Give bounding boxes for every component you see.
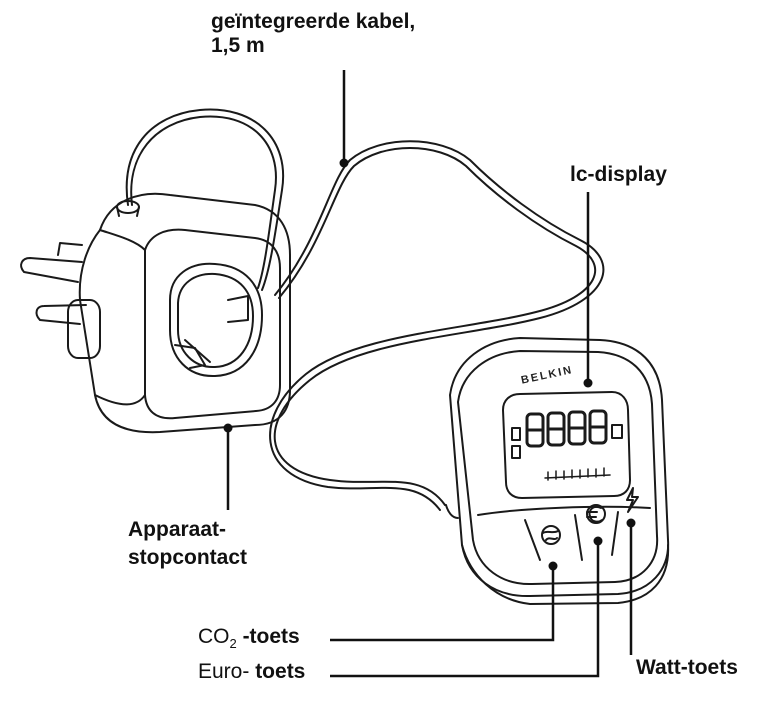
socket-label: Apparaat- stopcontact — [128, 516, 247, 572]
co2-leader-line — [330, 568, 555, 642]
euro-button-euro-icon — [586, 504, 606, 524]
watt-pointer-dot — [626, 518, 636, 528]
socket-recess — [169, 262, 263, 378]
cable-loop — [125, 108, 285, 291]
cable-pointer-dot — [339, 158, 349, 168]
cable-label-line2: 1,5 m — [211, 34, 265, 57]
euro-suffix: toets — [249, 660, 306, 683]
lcd-pointer-dot — [583, 378, 593, 388]
socket-pointer-dot — [223, 423, 233, 433]
co2-prefix: CO — [198, 625, 230, 648]
plug-pins — [20, 257, 83, 283]
co2-button-label: CO2 -toets — [198, 625, 300, 656]
euro-pointer-dot — [593, 536, 603, 546]
cable-long — [273, 140, 605, 506]
watt-button-label: Watt-toets — [636, 656, 738, 679]
lcd-window — [502, 391, 631, 499]
co2-pointer-dot — [548, 561, 558, 571]
lcd-display-label: lc-display — [570, 163, 667, 186]
meter-body — [449, 337, 670, 598]
euro-button-label: Euro- toets — [198, 660, 305, 684]
euro-prefix: Euro- — [198, 660, 250, 683]
cable-label-line1: geïntegreerde kabel, — [211, 10, 416, 33]
watt-button-lightning-icon — [626, 487, 639, 513]
co2-suffix: -toets — [236, 625, 300, 648]
co2-subscript: 2 — [229, 636, 237, 652]
socket-label-line1: Apparaat- — [128, 518, 227, 541]
co2-button-globe-icon — [541, 525, 561, 545]
cable-label: geïntegreerde kabel, 1,5 m — [211, 10, 415, 58]
socket-label-line2: stopcontact — [128, 546, 248, 569]
euro-leader-line — [330, 543, 600, 678]
